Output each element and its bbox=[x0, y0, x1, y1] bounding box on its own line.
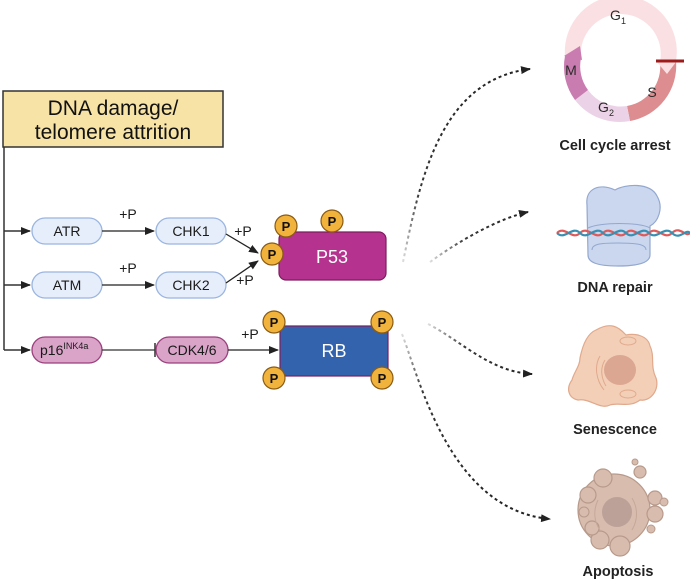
phase-s-label: S bbox=[647, 84, 656, 100]
arrow-to-dna-repair bbox=[429, 209, 529, 263]
outcome-label-cell-cycle-arrest: Cell cycle arrest bbox=[559, 138, 670, 154]
phospho-label: P bbox=[378, 371, 387, 386]
phospho-label: P bbox=[328, 214, 337, 229]
chk2-to-p53-arrow bbox=[225, 260, 259, 284]
chk1-to-p53-arrow bbox=[225, 233, 259, 254]
atm-chk2-phospho-label: +P bbox=[119, 260, 137, 276]
chk2-label: CHK2 bbox=[172, 277, 210, 293]
phospho-group-rb-3: P bbox=[262, 366, 286, 390]
phospho-label: P bbox=[270, 315, 279, 330]
phospho-group-p53-1: P bbox=[274, 214, 298, 238]
atr-label: ATR bbox=[54, 223, 81, 239]
rb-label: RB bbox=[321, 341, 346, 361]
arrow-to-apoptosis bbox=[401, 333, 551, 523]
phospho-group-p53-2: P bbox=[320, 209, 344, 233]
p16-node: p16INK4a bbox=[31, 336, 103, 364]
phospho-group-rb-1: P bbox=[262, 310, 286, 334]
atr-chk1-phospho-label: +P bbox=[119, 206, 137, 222]
chk1-label: CHK1 bbox=[172, 223, 210, 239]
atm-label: ATM bbox=[53, 277, 82, 293]
chk1-node: CHK1 bbox=[155, 217, 227, 245]
cell-cycle-icon: G1 S G2 M bbox=[563, 0, 684, 122]
senescent-cell-icon bbox=[568, 325, 658, 407]
outcome-label-dna-repair: DNA repair bbox=[577, 280, 653, 296]
phospho-label: P bbox=[282, 219, 291, 234]
phospho-label: P bbox=[268, 247, 277, 262]
phospho-group-rb-4: P bbox=[370, 366, 394, 390]
phase-m-label: M bbox=[565, 62, 577, 78]
cdk46-rb-phospho-label: +P bbox=[241, 326, 259, 342]
dna-repair-icon bbox=[556, 184, 690, 267]
phospho-label: P bbox=[378, 315, 387, 330]
cdk46-label: CDK4/6 bbox=[167, 342, 216, 358]
outcome-label-senescence: Senescence bbox=[573, 422, 657, 438]
outcome-label-apoptosis: Apoptosis bbox=[583, 564, 654, 580]
p53-label: P53 bbox=[316, 247, 348, 267]
chk2-node: CHK2 bbox=[155, 271, 227, 299]
phase-g1-label: G1 bbox=[610, 7, 626, 26]
p16-label: p16INK4a bbox=[40, 341, 88, 358]
dna-strand-blue bbox=[556, 229, 690, 237]
chk1-p53-phospho-label: +P bbox=[234, 223, 252, 239]
trigger-line-1: DNA damage/ bbox=[48, 97, 179, 120]
trigger-box: DNA damage/ telomere attrition bbox=[2, 90, 224, 148]
cdk46-node: CDK4/6 bbox=[155, 336, 229, 364]
trigger-line-2: telomere attrition bbox=[35, 121, 191, 144]
atr-node: ATR bbox=[31, 217, 103, 245]
apoptotic-cell-icon bbox=[577, 458, 669, 557]
rb-node: RB P P P P bbox=[262, 310, 394, 390]
phospho-label: P bbox=[270, 371, 279, 386]
phase-g2-label: G2 bbox=[598, 99, 614, 118]
phospho-group-rb-2: P bbox=[370, 310, 394, 334]
p53-node: P53 P P P bbox=[260, 209, 387, 281]
phospho-group-p53-3: P bbox=[260, 242, 284, 266]
p16-label-base: p16 bbox=[40, 342, 64, 358]
chk2-p53-phospho-label: +P bbox=[236, 272, 254, 288]
arrow-to-senescence bbox=[427, 323, 533, 378]
arrow-to-cell-cycle-arrest bbox=[402, 66, 531, 263]
atm-node: ATM bbox=[31, 271, 103, 299]
p16-label-superscript: INK4a bbox=[63, 341, 88, 351]
